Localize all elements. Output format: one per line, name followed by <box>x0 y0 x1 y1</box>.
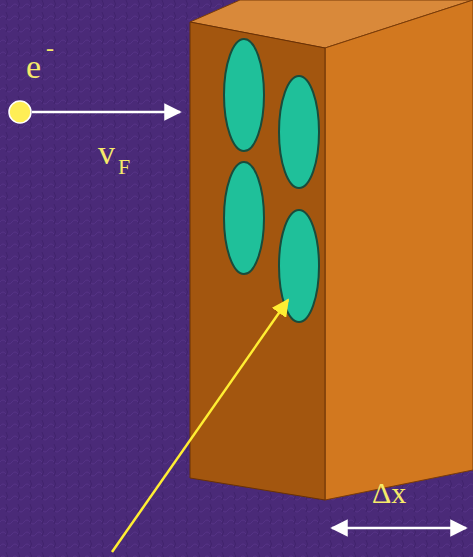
scattering-center <box>279 76 319 188</box>
velocity-subscript: F <box>118 156 130 178</box>
particle-symbol: e <box>26 50 41 84</box>
velocity-arrow <box>32 111 180 114</box>
pointer-arrow <box>112 300 288 552</box>
scattering-center <box>224 162 264 274</box>
slab-front <box>190 22 325 500</box>
charge-superscript: - <box>46 36 54 60</box>
velocity-symbol: v <box>98 136 115 170</box>
thickness-arrow <box>332 527 466 530</box>
thickness-label: Δx <box>372 478 406 508</box>
electron <box>9 101 31 123</box>
scattering-center <box>224 39 264 151</box>
slab-side <box>325 0 473 500</box>
